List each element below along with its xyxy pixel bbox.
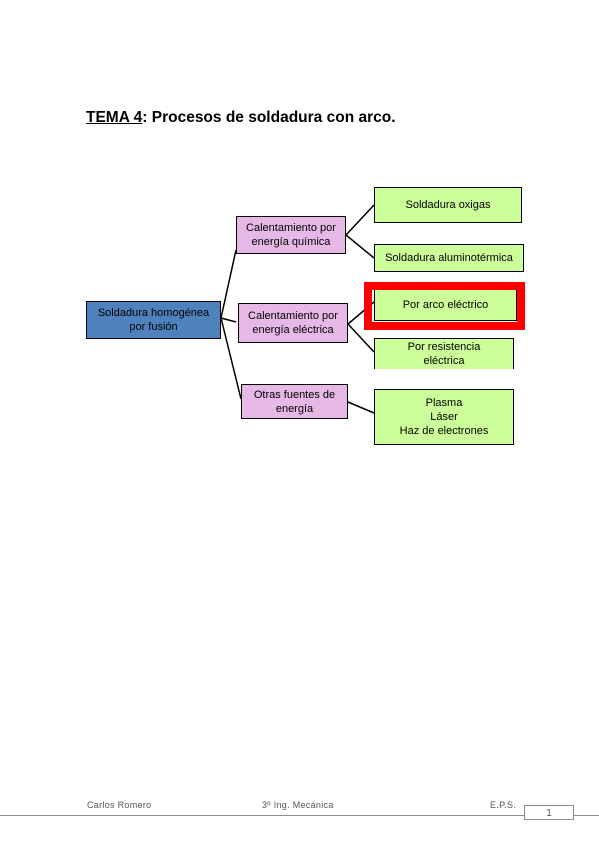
branch-node-chemical: Calentamiento por energía química [236, 216, 346, 254]
branch-node-electrical: Calentamiento por energía eléctrica [238, 303, 348, 343]
footer-rule [0, 815, 599, 816]
connector-root-b2 [220, 317, 237, 323]
page-title: TEMA 4: Procesos de soldadura con arco. [86, 109, 396, 127]
root-node: Soldadura homogénea por fusión [86, 301, 221, 339]
page-number: 1 [546, 808, 552, 819]
connector-b2-l2 [347, 323, 375, 353]
connector-b1-l1 [345, 204, 375, 236]
highlight-frame [364, 282, 525, 330]
title-number: TEMA 4 [86, 109, 143, 126]
branch-node-other: Otras fuentes de energía [241, 384, 348, 419]
connector-b3-l1 [347, 401, 375, 414]
leaf-otras: Plasma Láser Haz de electrones [374, 389, 514, 445]
title-text: : Procesos de soldadura con arco. [142, 109, 396, 126]
connector-b1-l2 [345, 234, 375, 259]
footer-author: Carlos Romero [87, 800, 152, 810]
footer-course: 3º Ing. Mecánica [262, 800, 334, 810]
leaf-aluminotermica: Soldadura aluminotérmica [374, 244, 524, 272]
page-number-box [524, 805, 574, 820]
leaf-oxigas: Soldadura oxigas [374, 187, 522, 223]
leaf-arco-electrico: Por arco eléctrico [374, 289, 517, 321]
page-number-box-top [524, 805, 574, 806]
connector-root-b1 [220, 249, 237, 319]
footer-school: E.P.S. [490, 800, 517, 810]
connector-root-b3 [220, 317, 242, 400]
leaf-resistencia: Por resistencia eléctrica [374, 338, 514, 369]
